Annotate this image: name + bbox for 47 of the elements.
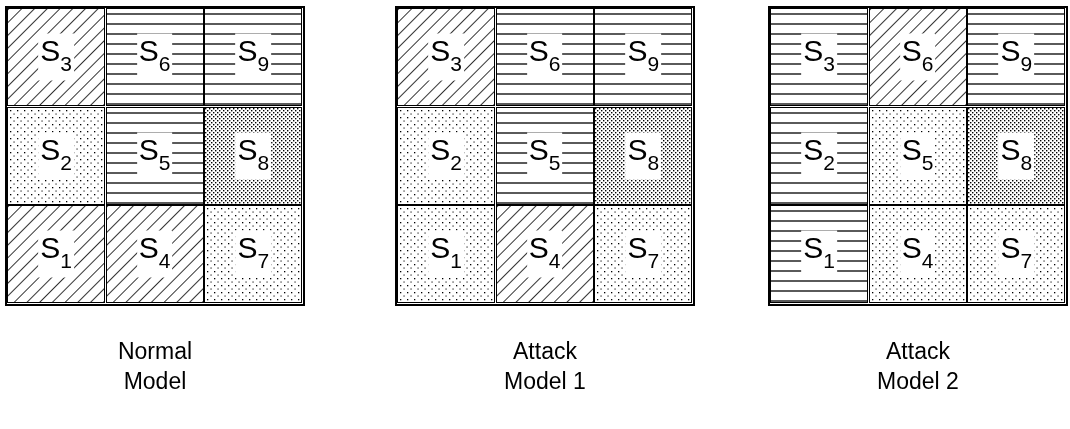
cell-label: S$_{7}$: [998, 230, 1035, 278]
cell-label: S$_{8}$: [625, 132, 662, 180]
cell-label: S$_{6}$: [899, 33, 936, 81]
striped-tile: [594, 8, 693, 106]
cell-label: S$_{1}$: [38, 230, 74, 278]
striped-tile: [204, 8, 303, 106]
hatched-tile: [105, 205, 204, 304]
cell-label: S$_{3}$: [428, 33, 464, 81]
hatched-tile: [7, 205, 105, 304]
dotted-tile: [967, 205, 1066, 304]
dotted-tile: [7, 106, 105, 205]
dense-dotted-tile: [594, 106, 693, 205]
cell-label: S$_{7}$: [235, 230, 272, 278]
cell-label: S$_{7}$: [625, 230, 662, 278]
striped-tile: [770, 205, 868, 304]
striped-tile: [105, 8, 204, 106]
cell-label: S$_{4}$: [136, 230, 173, 278]
striped-tile: [770, 8, 868, 106]
cell-label: S$_{5}$: [899, 132, 936, 180]
cell-label: S$_{8}$: [235, 132, 272, 180]
hatched-tile: [868, 8, 967, 106]
cell-label: S$_{4}$: [899, 230, 936, 278]
dotted-tile: [204, 205, 303, 304]
cell-label: S$_{3}$: [38, 33, 74, 81]
striped-tile: [495, 106, 594, 205]
cell-label: S$_{4}$: [526, 230, 563, 278]
dense-dotted-tile: [967, 106, 1066, 205]
striped-tile: [967, 8, 1066, 106]
hatched-tile: [7, 8, 105, 106]
dotted-tile: [868, 205, 967, 304]
hatched-tile: [495, 205, 594, 304]
cell-label: S$_{8}$: [998, 132, 1035, 180]
panel-caption: Normal Model: [116, 337, 194, 396]
panel-caption: Attack Model 2: [876, 337, 960, 396]
striped-tile: [770, 106, 868, 205]
hatched-tile: [397, 8, 495, 106]
cell-label: S$_{1}$: [428, 230, 464, 278]
dotted-tile: [868, 106, 967, 205]
dense-dotted-tile: [204, 106, 303, 205]
dotted-tile: [397, 106, 495, 205]
cell-label: S$_{2}$: [428, 132, 464, 180]
dotted-tile: [594, 205, 693, 304]
dotted-tile: [397, 205, 495, 304]
cell-label: S$_{2}$: [38, 132, 74, 180]
panel-caption: Attack Model 1: [503, 337, 587, 396]
striped-tile: [495, 8, 594, 106]
striped-tile: [105, 106, 204, 205]
